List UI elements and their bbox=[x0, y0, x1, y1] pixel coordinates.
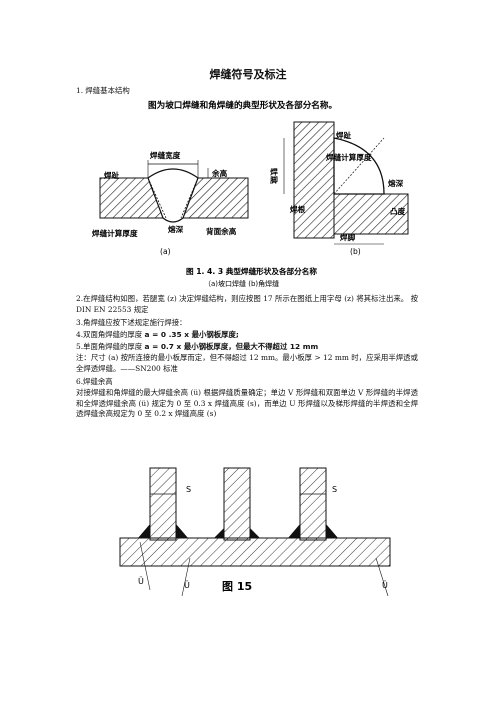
label-s-right: S bbox=[332, 485, 337, 494]
label-reinforcement: 余高 bbox=[211, 168, 228, 178]
sub-label-a: (a) bbox=[160, 247, 171, 256]
base-plate bbox=[119, 537, 391, 567]
label-leg-horizontal: 焊脚 bbox=[340, 232, 356, 242]
label-calc-thickness-a: 焊缝计算厚度 bbox=[92, 228, 138, 238]
reinforcement-paragraph: 对接焊缝和角焊缝的最大焊缝余高 (ü) 根据焊缝质量确定；单边 V 形焊缝和双面… bbox=[76, 388, 418, 419]
stiffener-plate-3 bbox=[299, 467, 327, 541]
figure1-caption-sub: （a)坡口焊缝 (b)角焊缝 bbox=[204, 279, 279, 288]
label-s-left: S bbox=[186, 485, 191, 494]
weld-shapes-figure: 图为坡口焊缝和角焊缝的典型形状及各部分名称。 焊趾 焊缝宽度 余高 焊缝计算厚度… bbox=[92, 99, 409, 288]
label-calc-thickness-b: 焊缝计算厚度 bbox=[326, 152, 372, 162]
paragraph-5: 5.单面角焊缝的厚度 a = 0.7 x 最小钢板厚度，但最大不得超过 12 m… bbox=[76, 342, 318, 352]
paragraph-2: 2.在焊缝结构如图，若腿宽 (z) 决定焊缝结构，则应按图 17 所示在图纸上用… bbox=[76, 294, 418, 314]
label-convexity: 凸度 bbox=[390, 206, 406, 216]
label-u-2: Ü bbox=[184, 580, 190, 590]
label-u-1: Ü bbox=[138, 576, 144, 586]
label-root: 焊根 bbox=[290, 204, 306, 214]
figure1-caption-top: 图为坡口焊缝和角焊缝的典型形状及各部分名称。 bbox=[148, 99, 337, 111]
paragraph-5-text: 5.单面角焊缝的厚度 bbox=[76, 342, 145, 351]
section-heading-reinforcement: 6.焊缝余高 bbox=[76, 377, 113, 386]
note-paragraph: 注：尺寸 (a) 按所连接的最小板厚而定，但不得超过 12 mm。最小板厚 > … bbox=[76, 353, 418, 373]
figure15-caption: 图 15 bbox=[222, 580, 252, 593]
sub-label-b: (b) bbox=[350, 247, 361, 256]
paragraph-3: 3.角焊缝应按下述规定施行焊接： bbox=[76, 318, 187, 327]
section-heading-structure: 1. 焊缝基本结构 bbox=[76, 86, 130, 95]
paragraph-4-text: 4.双面角焊缝的厚度 bbox=[76, 330, 145, 339]
paragraph-4: 4.双面角焊缝的厚度 a = 0 .35 x 最小钢板厚度; bbox=[76, 330, 239, 340]
weld-reinforcement-figure: S S Ü Ü Ü 图 15 bbox=[119, 467, 391, 597]
label-penetration-a: 熔深 bbox=[168, 224, 184, 234]
label-leg-vertical: 焊脚 bbox=[269, 167, 278, 185]
stiffener-plate-1 bbox=[149, 467, 177, 541]
stiffener-plate-2 bbox=[223, 467, 251, 541]
label-u-3: Ü bbox=[382, 580, 388, 590]
label-toe-left: 焊趾 bbox=[104, 170, 120, 180]
label-back-reinforcement: 背面余高 bbox=[206, 226, 237, 236]
page-title: 焊缝符号及标注 bbox=[209, 68, 287, 81]
paragraph-5-formula: a = 0.7 x 最小钢板厚度，但最大不得超过 12 mm bbox=[144, 342, 319, 351]
paragraph-4-formula: a = 0 .35 x 最小钢板厚度; bbox=[144, 330, 239, 339]
groove-weld-drawing bbox=[99, 160, 249, 223]
figure1-caption-main: 图 1. 4. 3 典型焊缝形状及各部分名称 bbox=[186, 266, 317, 276]
fillet-weld-drawing bbox=[283, 121, 409, 245]
label-penetration-b: 熔深 bbox=[388, 178, 404, 188]
label-weld-width: 焊缝宽度 bbox=[150, 150, 181, 160]
label-toe-b: 焊趾 bbox=[336, 130, 352, 140]
